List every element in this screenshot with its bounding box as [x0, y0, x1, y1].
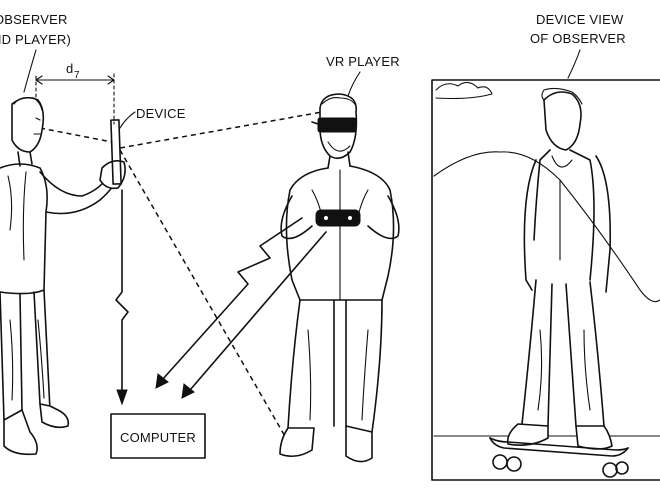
- wireless-link-controller-computer: [155, 217, 327, 399]
- skateboard-icon: [489, 437, 629, 478]
- observer-label-line2: ND PLAYER): [0, 32, 71, 47]
- device-view-label-line1: DEVICE VIEW: [536, 12, 624, 27]
- vr-player-label: VR PLAYER: [326, 54, 400, 69]
- device-label: DEVICE: [136, 106, 186, 121]
- observer-sight-lines: [39, 111, 323, 446]
- device-view-panel: [431, 79, 660, 481]
- device-view-label-line2: OF OBSERVER: [530, 31, 626, 46]
- vr-player-figure: [279, 93, 400, 463]
- observer-leader-line: [23, 49, 37, 93]
- distance-dimension: d 7: [35, 61, 115, 125]
- observer-label-line1: OBSERVER: [0, 12, 68, 27]
- device-view-leader-line: [567, 49, 581, 79]
- computer-label: COMPUTER: [120, 430, 196, 445]
- distance-subscript: 7: [74, 70, 80, 81]
- game-controller-icon: [315, 209, 361, 227]
- vr-player-leader-line: [347, 71, 361, 97]
- computer-box: COMPUTER: [110, 413, 206, 459]
- vr-headset-icon: [317, 117, 357, 133]
- observer-figure: [0, 96, 126, 456]
- wireless-link-device-computer: [115, 189, 129, 406]
- distance-label: d: [66, 61, 73, 76]
- device-leader-line: [119, 111, 136, 129]
